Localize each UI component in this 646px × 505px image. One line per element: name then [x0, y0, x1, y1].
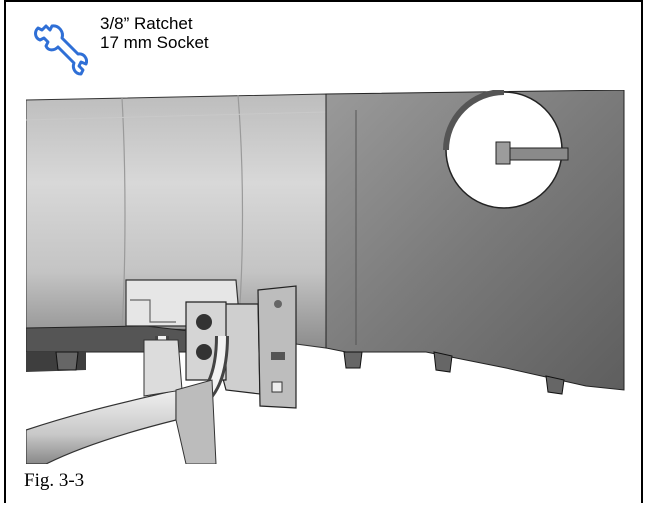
tool-socket: 17 mm Socket [100, 33, 209, 52]
tool-ratchet: 3/8” Ratchet [100, 14, 193, 33]
tool-list: 3/8” Ratchet 17 mm Socket [100, 14, 209, 52]
wrench-icon [34, 24, 88, 76]
instruction-frame: 3/8” Ratchet 17 mm Socket [4, 0, 643, 503]
bumper-assembly-illustration [26, 90, 625, 464]
figure-caption: Fig. 3-3 [24, 470, 85, 491]
figure-illustration [26, 90, 646, 464]
tool-header: 3/8” Ratchet 17 mm Socket [18, 8, 628, 84]
